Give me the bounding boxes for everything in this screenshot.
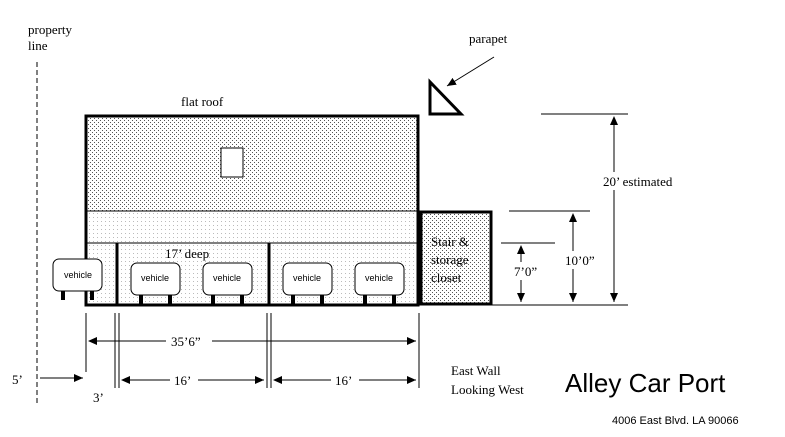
stair-label-3: closet: [431, 270, 462, 285]
dim-setback-label: 5’: [12, 372, 23, 387]
dim-10-label: 10’0”: [565, 253, 595, 268]
view-label-1: East Wall: [451, 363, 501, 378]
depth-label: 17’ deep: [165, 246, 209, 261]
vehicle-3: vehicle: [202, 262, 253, 304]
parapet-arrow: [446, 56, 495, 87]
view-label-2: Looking West: [451, 382, 524, 397]
flat-roof-label: flat roof: [181, 94, 224, 109]
vehicle-5: vehicle: [354, 262, 405, 304]
vehicle-label: vehicle: [141, 273, 169, 283]
parapet-label: parapet: [469, 31, 508, 46]
parapet-triangle: [428, 78, 465, 116]
stair-storage-closet: [419, 210, 493, 306]
vehicle-label: vehicle: [293, 273, 321, 283]
vehicle-label: vehicle: [213, 273, 241, 283]
dim-bay-right-label: 16’: [335, 373, 352, 388]
vehicle-1: vehicle: [52, 258, 103, 300]
vehicle-label: vehicle: [64, 270, 92, 280]
property-line-label: property: [28, 22, 73, 37]
dim-total-label: 35’6”: [171, 334, 201, 349]
dim-post-gap-label: 3’: [93, 390, 104, 405]
dim-bay-left-label: 16’: [174, 373, 191, 388]
stair-label-1: Stair &: [431, 234, 469, 249]
dim-20-label: 20’ estimated: [603, 174, 673, 189]
vehicle-2: vehicle: [130, 262, 181, 304]
vent-window: [220, 147, 244, 178]
drawing-title: Alley Car Port: [565, 368, 726, 398]
stair-label-2: storage: [431, 252, 469, 267]
vehicle-4: vehicle: [282, 262, 333, 304]
drawing-address: 4006 East Blvd. LA 90066: [612, 415, 739, 427]
upper-structure: [86, 116, 418, 211]
property-line-label-2: line: [28, 38, 48, 53]
dim-7-label: 7’0”: [514, 264, 537, 279]
vehicle-label: vehicle: [365, 273, 393, 283]
